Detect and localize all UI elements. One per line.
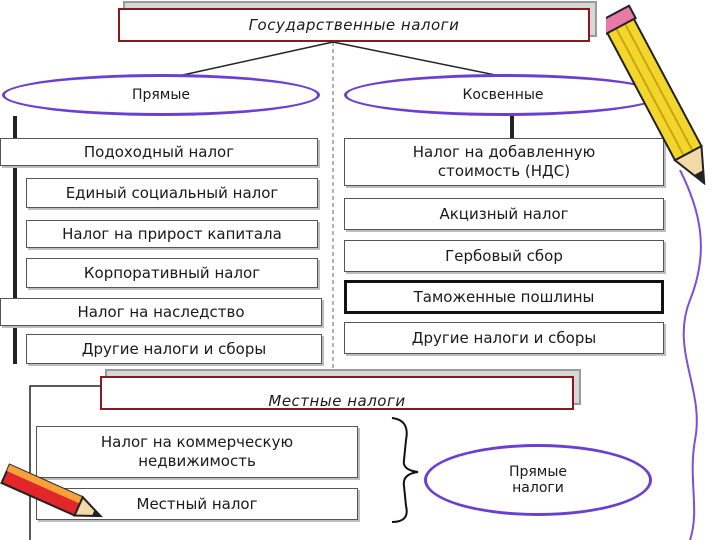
direct-item: Подоходный налог bbox=[0, 138, 318, 166]
curly-brace bbox=[392, 418, 418, 522]
direct-item: Единый социальный налог bbox=[26, 178, 318, 208]
indirect-label: Косвенные bbox=[462, 87, 543, 103]
local-taxes-title-box: Местные налоги bbox=[100, 376, 574, 410]
local-direct-oval: Прямые налоги bbox=[424, 444, 652, 516]
indirect-item-highlighted: Таможенные пошлины bbox=[344, 280, 664, 314]
state-taxes-title-box: Государственные налоги bbox=[118, 8, 590, 42]
indirect-item: Гербовый сбор bbox=[344, 240, 664, 272]
pencil-icon bbox=[0, 458, 110, 540]
scribble-line bbox=[660, 170, 720, 540]
direct-oval: Прямые bbox=[2, 74, 320, 116]
state-taxes-title: Государственные налоги bbox=[120, 16, 588, 34]
local-direct-label: Прямые налоги bbox=[493, 464, 583, 496]
direct-item: Налог на наследство bbox=[0, 298, 322, 326]
direct-label: Прямые bbox=[132, 87, 190, 103]
indirect-bar bbox=[510, 116, 514, 138]
direct-item: Налог на прирост капитала bbox=[26, 220, 318, 248]
indirect-item: Акцизный налог bbox=[344, 198, 664, 230]
direct-item: Другие налоги и сборы bbox=[26, 334, 322, 364]
direct-item: Корпоративный налог bbox=[26, 258, 318, 288]
indirect-item: Другие налоги и сборы bbox=[344, 322, 664, 354]
local-taxes-title: Местные налоги bbox=[102, 392, 572, 410]
